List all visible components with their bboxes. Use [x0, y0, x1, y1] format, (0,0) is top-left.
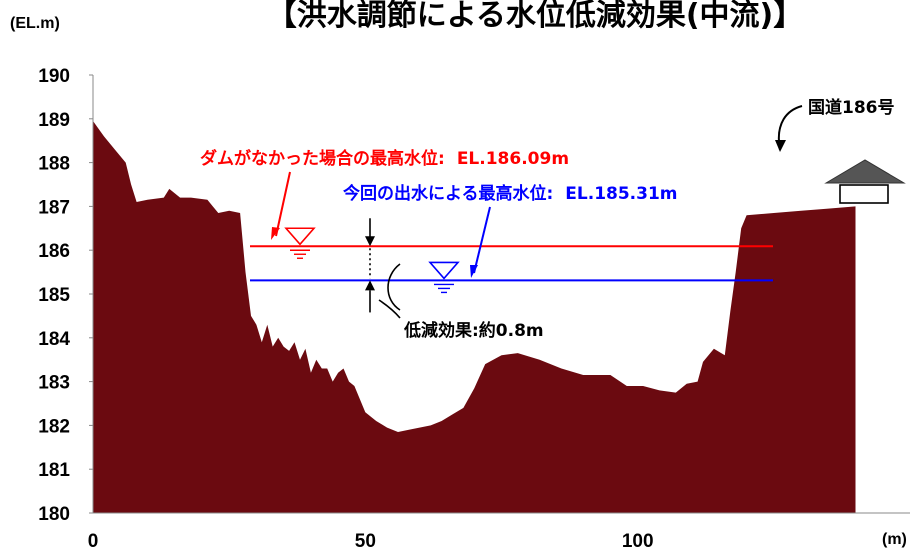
x-tick-label: 100: [622, 531, 654, 551]
y-tick-label: 182: [38, 416, 70, 437]
riverbed-terrain: [93, 121, 856, 513]
actual-label-pointer-arrow-icon: [470, 206, 491, 278]
x-axis-ticks: 0 50 100: [88, 531, 654, 551]
reduction-dimension-arrows-icon: [365, 218, 375, 313]
actual-water-level-marker-icon: [428, 261, 460, 294]
y-axis-unit-label: (EL.m): [10, 15, 60, 32]
no-dam-water-level-text: ダムがなかった場合の最高水位:: [200, 148, 445, 169]
y-tick-label: 181: [38, 460, 70, 481]
reduction-effect-label: 低減効果:約0.8m: [403, 320, 544, 341]
diagram-title: 【洪水調節による水位低減効果(中流)】: [267, 0, 804, 33]
y-tick-label: 188: [38, 154, 70, 175]
y-tick-label: 186: [38, 241, 70, 262]
x-tick-label: 0: [88, 531, 99, 551]
x-axis-unit-label: (m): [882, 531, 907, 548]
house-icon: [824, 159, 906, 204]
no-dam-label-pointer-arrow-icon: [271, 171, 291, 240]
y-axis-ticks: 180 181 182 183 184 185 186 187 188 189 190: [38, 66, 93, 525]
x-tick-label: 50: [355, 531, 376, 551]
actual-water-level-label: 今回の出水による最高水位: EL.185.31m: [343, 183, 678, 204]
y-tick-label: 187: [38, 197, 70, 218]
y-tick-label: 190: [38, 66, 70, 87]
actual-water-level-text: 今回の出水による最高水位:: [343, 183, 553, 204]
no-dam-water-level-marker-icon: [284, 227, 316, 259]
reduction-leader-curve: [387, 263, 401, 311]
road-leader-arrow-icon: [775, 140, 786, 152]
road-label: 国道186号: [808, 97, 895, 118]
actual-water-level-value: EL.185.31m: [565, 184, 677, 204]
no-dam-water-level-value: EL.186.09m: [457, 149, 569, 169]
y-tick-label: 184: [38, 329, 70, 350]
reduction-leader-curve-2: [378, 299, 401, 319]
y-tick-label: 189: [38, 110, 70, 131]
y-tick-label: 180: [38, 504, 70, 525]
y-tick-label: 185: [38, 285, 70, 306]
no-dam-water-level-label: ダムがなかった場合の最高水位: EL.186.09m: [200, 148, 569, 169]
y-tick-label: 183: [38, 373, 70, 394]
